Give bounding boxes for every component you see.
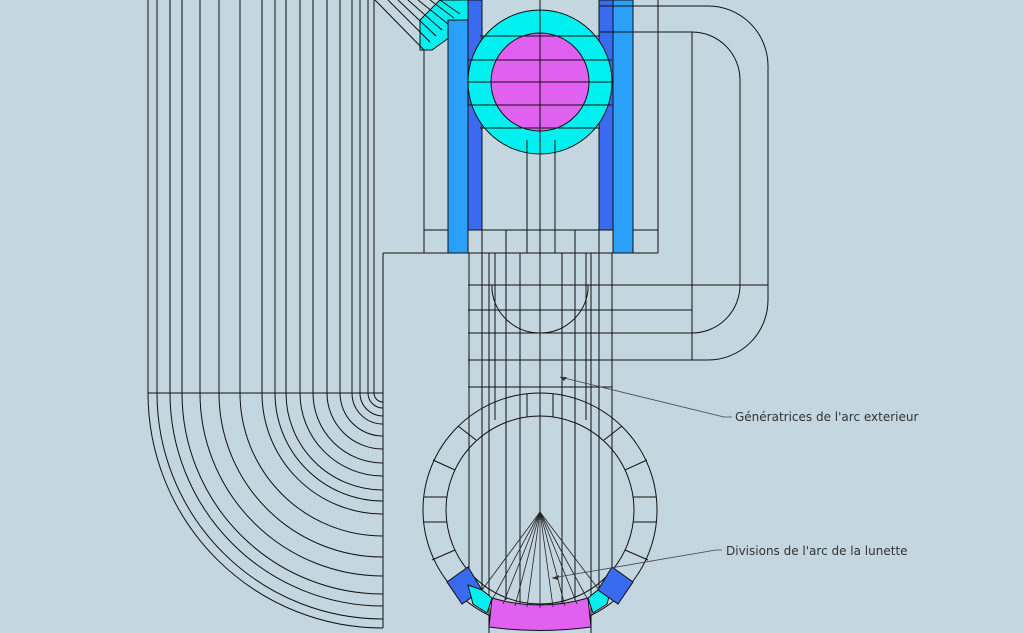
leader-line-generatrices [559, 376, 732, 418]
arch-arc-18 [373, 0, 384, 403]
lunette-seg-cyan-left [467, 584, 493, 614]
right-pillar-light [612, 0, 634, 254]
annotation-generatrices: Génératrices de l'arc exterieur [559, 376, 918, 424]
diagonal-line-5 [417, 0, 449, 25]
arch-arc-15 [351, 0, 384, 425]
inner-bracket-curve [600, 31, 741, 334]
leader-arrow-divisions [552, 575, 559, 580]
label-divisions: Divisions de l'arc de la lunette [726, 544, 908, 558]
diagonal-line-6 [429, 0, 455, 19]
leader-arrow-generatrices [560, 377, 567, 381]
arch-arc-12 [312, 0, 384, 464]
top-plan-view [374, 0, 769, 361]
label-generatrices: Génératrices de l'arc exterieur [735, 410, 918, 424]
arch-arc-11 [299, 0, 384, 477]
arch-arc-4 [181, 0, 384, 595]
lunette-seg-blue-right [597, 566, 634, 605]
diagonal-line-4 [407, 0, 443, 31]
arch-arc-5 [199, 0, 384, 577]
diagonal-line-3 [397, 0, 437, 37]
small-arch [491, 285, 589, 334]
arch-arc-8 [261, 0, 384, 515]
lunette-seg-magenta [488, 597, 592, 631]
voussoir-bl [431, 549, 456, 561]
voussoir-ul [457, 425, 477, 441]
diagonal-line-2 [387, 0, 431, 43]
diagonal-line-7 [439, 0, 461, 15]
arch-arc-1 [147, 0, 384, 629]
division-fan [481, 511, 600, 608]
arch-arc-10 [285, 0, 384, 491]
arch-arc-6 [218, 0, 384, 558]
arch-arc-9 [274, 0, 384, 502]
arch-arc-2 [156, 0, 384, 620]
diagonal-line-1 [374, 0, 425, 51]
lunette-view [422, 392, 658, 631]
arch-arc-14 [339, 0, 384, 437]
voussoir-r2 [624, 459, 648, 471]
left-pillar-light [447, 19, 469, 254]
left-concentric-arch [147, 0, 384, 629]
outer-bracket-curve [600, 5, 769, 361]
arch-arc-17 [367, 0, 384, 409]
generatrices [468, 0, 692, 633]
arch-arc-13 [326, 0, 384, 450]
arch-arc-16 [359, 0, 384, 417]
voussoir-ur [603, 425, 623, 441]
arch-arc-7 [239, 0, 384, 537]
arch-arc-3 [169, 0, 384, 607]
leader-line-divisions [551, 549, 722, 579]
voussoir-l2 [432, 459, 456, 471]
annotation-divisions: Divisions de l'arc de la lunette [551, 544, 908, 580]
voussoir-br [624, 549, 649, 561]
